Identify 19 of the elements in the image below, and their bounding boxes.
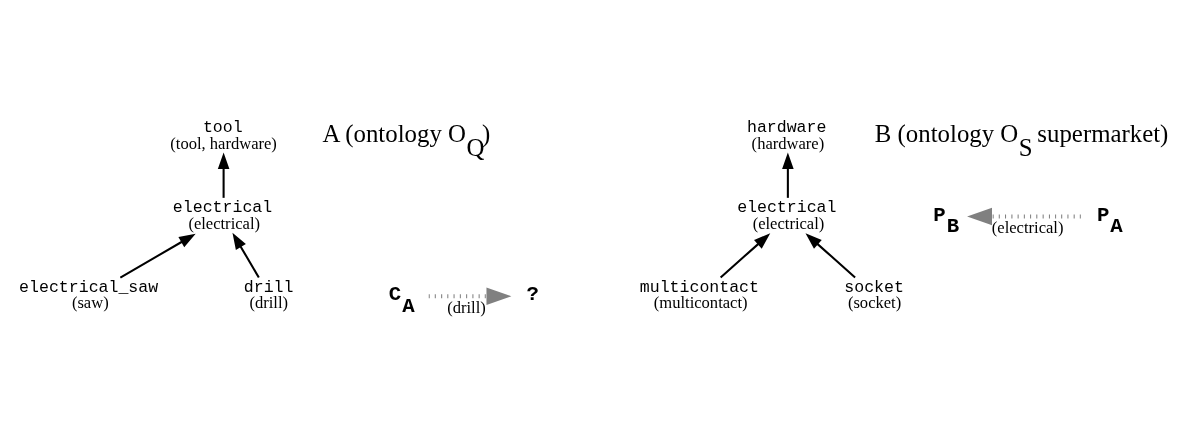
arrow (428, 287, 512, 305)
node-text: electrical_saw (saw) (19, 277, 159, 312)
edge-label: (drill) (447, 297, 486, 317)
node-text: electrical (electrical) (172, 197, 273, 233)
arrow (232, 232, 260, 278)
edge-label: (electrical) (991, 217, 1064, 237)
node-text: hardware (hardware) (746, 117, 827, 153)
arrow (782, 152, 794, 198)
node-text: drill (drill) (243, 277, 294, 312)
arrow (805, 232, 856, 278)
arrow (719, 232, 771, 278)
arrow (967, 207, 1081, 225)
node-text: socket (socket) (844, 277, 904, 312)
node-text: electrical (electrical) (737, 197, 837, 233)
node-text: multicontact (multicontact) (639, 277, 759, 312)
arrow (217, 152, 230, 198)
node-text: tool (tool, hardware) (170, 117, 277, 153)
node-text: ? (526, 282, 539, 306)
arrow (119, 233, 196, 278)
